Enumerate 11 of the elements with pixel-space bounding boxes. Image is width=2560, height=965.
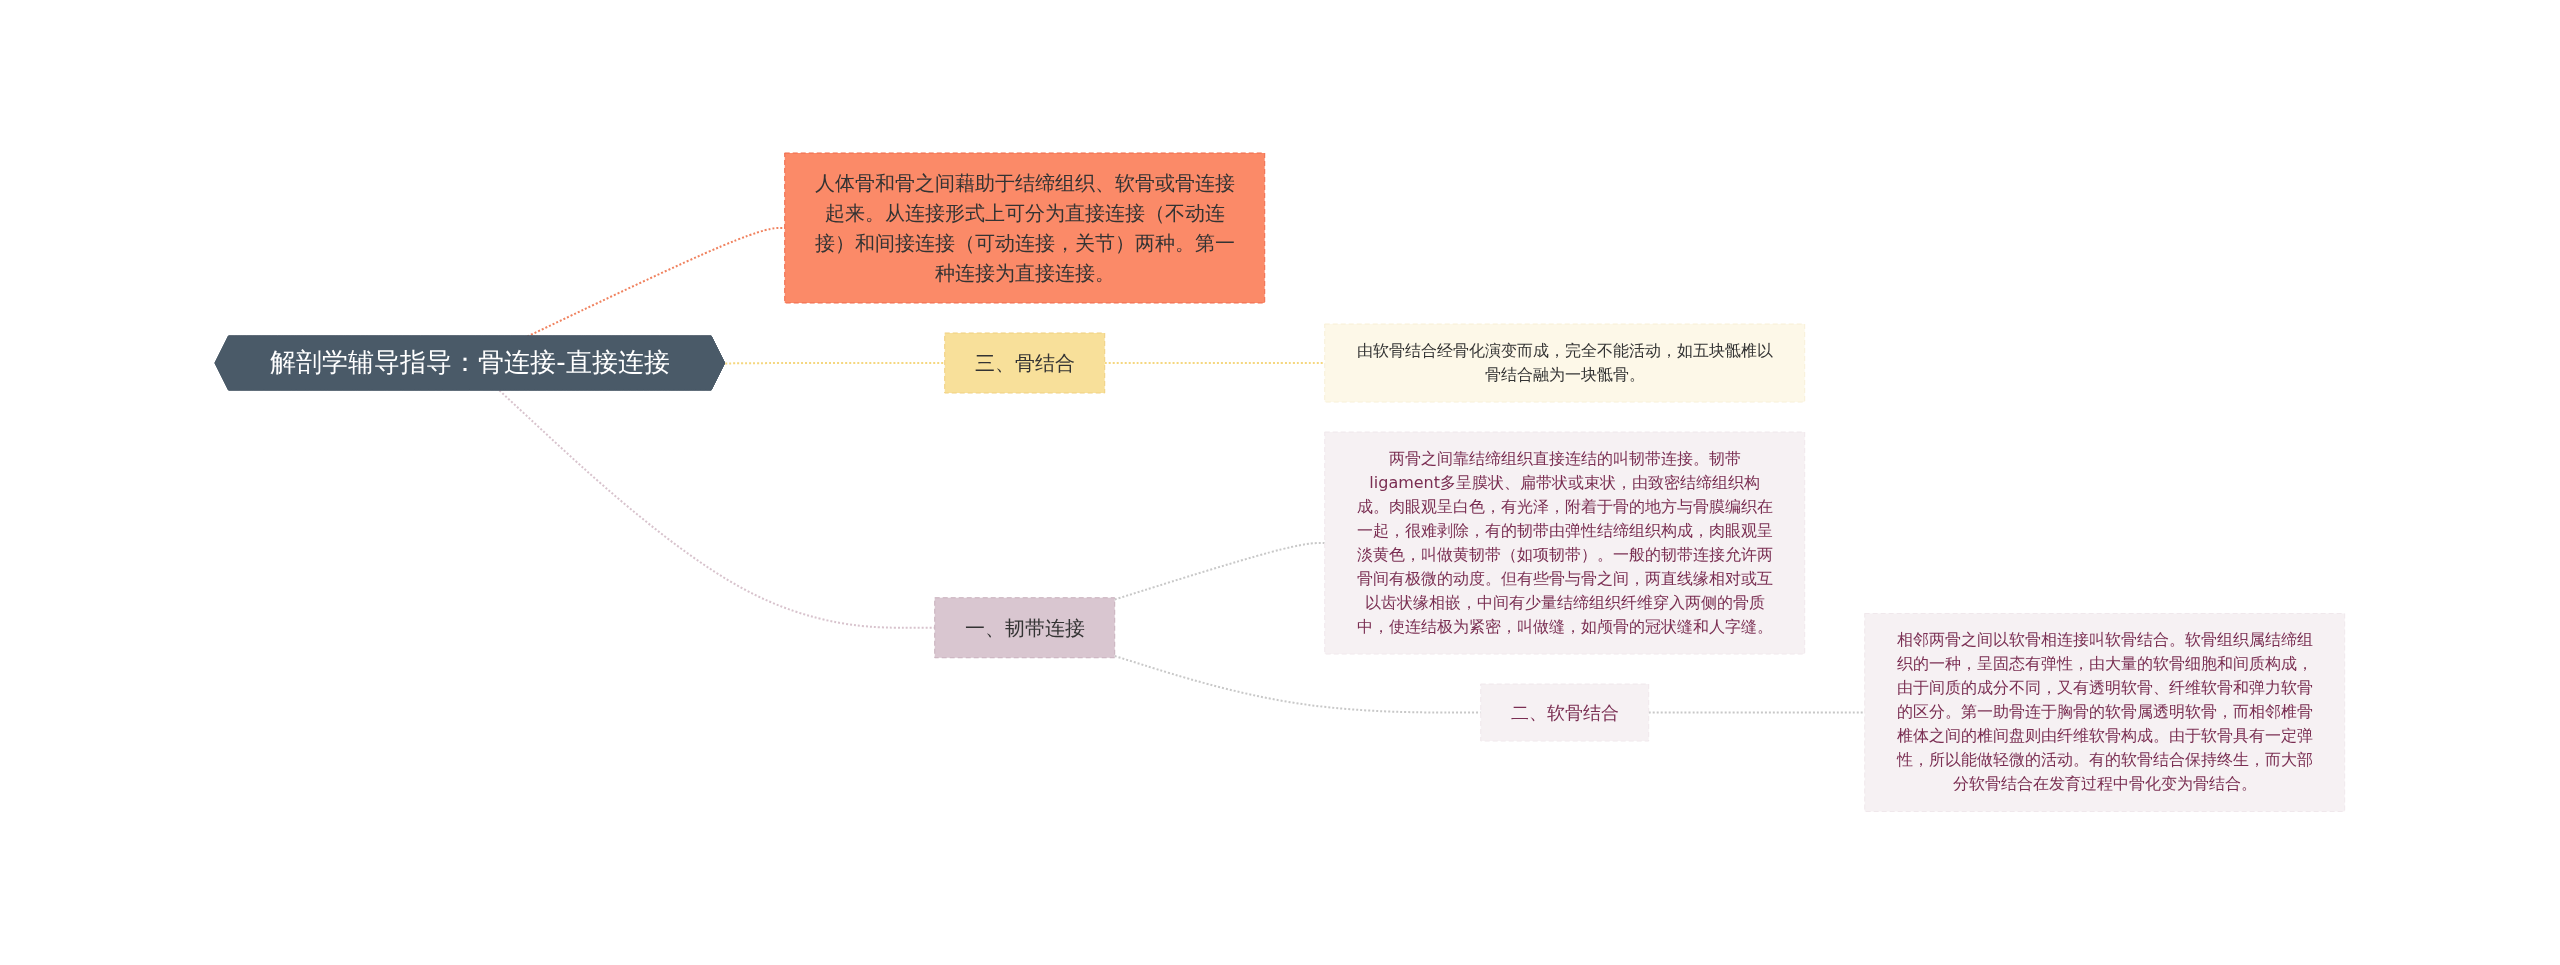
node-box: 两骨之间靠结缔组织直接连结的叫韧带连接。韧带ligament多呈膜状、扁带状或束状，由致密结缔组织构成。肉眼观呈白色，有光泽，附着于骨的地方与骨膜编织在一起，很难剥除，有的韧带由弹性结缔组织构成，肉眼观呈淡黄色，叫做黄韧带（如项韧带）。一般的韧带连接允许两骨间有极微的动度。但有些骨与骨之间，两直线缘相对或互以齿状缘相嵌，中间有少量结缔组织纤维穿入两侧的骨质中，使连结极为紧密，叫做缝，如颅骨的冠状缝和人字缝。 (1324, 431, 1806, 655)
node-box: 相邻两骨之间以软骨相连接叫软骨结合。软骨组织属结缔组织的一种，呈固态有弹性，由大量的软骨细胞和间质构成，由于间质的成分不同，又有透明软骨、纤维软骨和弹力软骨的区分。第一助骨连于胸骨的软骨属透明软骨，而相邻椎骨椎体之间的椎间盘则由纤维软骨构成。由于软骨具有一定弹性，所以能做轻微的活动。有的软骨结合保持终生，而大部分软骨结合在发育过程中骨化变为骨结合。 (1864, 613, 2346, 813)
node-box: 二、软骨结合 (1480, 683, 1650, 742)
node-box: 一、韧带连接 (934, 597, 1116, 659)
node-box: 由软骨结合经骨化演变而成，完全不能活动，如五块骶椎以骨结合融为一块骶骨。 (1324, 323, 1806, 403)
connector (1647, 711, 1866, 714)
node-box: 三、骨结合 (944, 332, 1106, 394)
connector (724, 362, 946, 365)
node-box: 人体骨和骨之间藉助于结缔组织、软骨或骨连接起来。从连接形式上可分为直接连接（不动连接）和间接连接（可动连接，关节）两种。第一种连接为直接连接。 (784, 152, 1266, 304)
connector (1113, 542, 1326, 601)
connector (1103, 362, 1326, 365)
